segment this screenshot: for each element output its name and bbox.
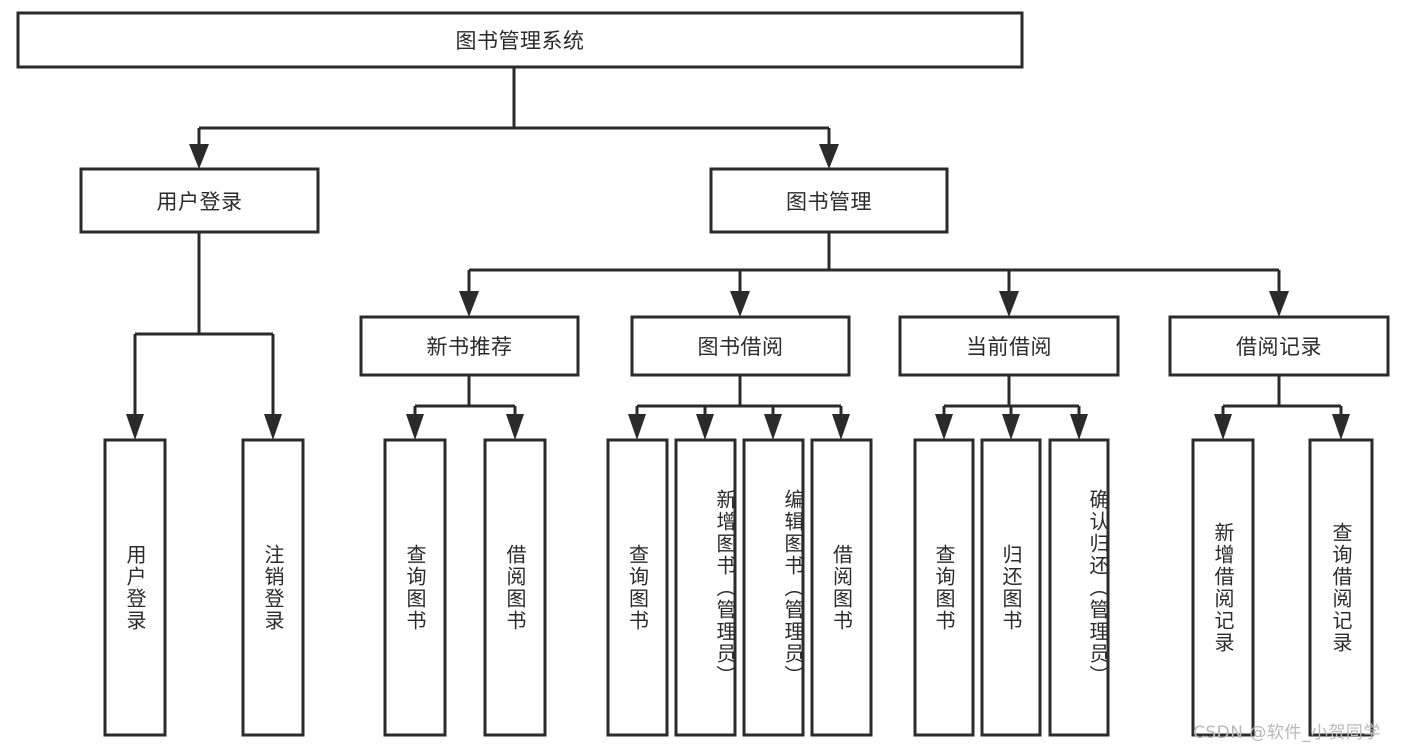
edge-group-borrow-record <box>1214 375 1350 440</box>
arrow-bb-to-leaf-4-icon <box>832 414 850 440</box>
edge-group-book-borrow <box>628 375 850 440</box>
node-box-book-borrow[interactable] <box>630 315 851 377</box>
arrow-bb-to-leaf-1-icon <box>628 414 646 440</box>
arrow-bm-to-borrow-record-icon <box>1269 291 1289 317</box>
node-box-leaf-add-book[interactable] <box>674 438 737 737</box>
arrow-cb-to-leaf-3-icon <box>1070 414 1088 440</box>
node-box-leaf-borrow-book-1[interactable] <box>483 438 547 737</box>
node-box-leaf-edit-book[interactable] <box>742 438 805 737</box>
arrow-bm-to-current-borrow-icon <box>999 291 1019 317</box>
node-box-current-borrow[interactable] <box>898 315 1120 377</box>
node-box-leaf-query-book-1[interactable] <box>383 438 447 737</box>
node-box-leaf-borrow-book-2[interactable] <box>810 438 873 737</box>
node-box-leaf-query-book-3[interactable] <box>913 438 975 737</box>
edge-group-book-manage <box>459 232 1289 317</box>
node-box-root[interactable] <box>16 11 1024 69</box>
arrow-bb-to-leaf-3-icon <box>764 414 782 440</box>
node-box-borrow-record[interactable] <box>1168 315 1390 377</box>
arrow-cb-to-leaf-2-icon <box>1002 414 1020 440</box>
node-box-leaf-user-login[interactable] <box>103 438 167 737</box>
arrow-nbr-to-leaf-1-icon <box>406 414 424 440</box>
node-box-book-manage[interactable] <box>709 167 949 234</box>
node-box-leaf-query-record[interactable] <box>1308 438 1374 737</box>
arrow-bm-to-book-borrow-icon <box>730 291 750 317</box>
arrow-root-to-user-login-icon <box>189 144 209 169</box>
watermark-text: CSDN @软件_小贺同学 <box>1193 723 1381 743</box>
edge-group-new-book-rec <box>406 375 524 440</box>
arrow-bm-to-new-book-rec-icon <box>459 291 479 317</box>
edge-group-user-login <box>126 232 282 440</box>
node-box-leaf-add-record[interactable] <box>1191 438 1255 737</box>
node-box-leaf-logout[interactable] <box>241 438 305 737</box>
node-box-leaf-confirm-return[interactable] <box>1048 438 1110 737</box>
arrow-bb-to-leaf-2-icon <box>696 414 714 440</box>
arrow-br-to-leaf-2-icon <box>1332 414 1350 440</box>
edge-group-current-borrow <box>935 375 1088 440</box>
arrow-ul-to-leaf-1-icon <box>126 414 144 440</box>
node-box-new-book-rec[interactable] <box>359 315 580 377</box>
arrow-root-to-book-manage-icon <box>819 144 839 169</box>
node-box-leaf-query-book-2[interactable] <box>606 438 669 737</box>
arrow-nbr-to-leaf-2-icon <box>506 414 524 440</box>
arrow-ul-to-leaf-2-icon <box>264 414 282 440</box>
arrow-cb-to-leaf-1-icon <box>935 414 953 440</box>
node-box-user-login[interactable] <box>79 167 320 234</box>
arrow-br-to-leaf-1-icon <box>1214 414 1232 440</box>
edge-group-root <box>189 67 839 169</box>
node-box-leaf-return-book[interactable] <box>980 438 1042 737</box>
